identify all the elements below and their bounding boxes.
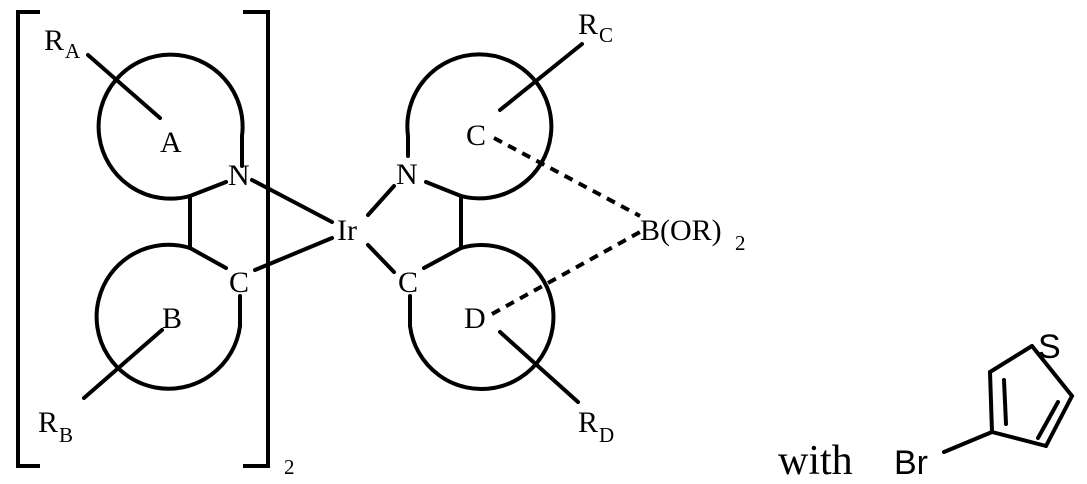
ring-d-label: D — [464, 302, 486, 335]
bond-rd — [500, 332, 578, 402]
bond-c-br — [944, 432, 992, 452]
bond-ir-n-right — [368, 186, 394, 215]
c-atom-left: C — [229, 266, 249, 299]
bond-rc — [500, 44, 582, 110]
bond-n-ir-left — [252, 180, 332, 222]
rd-subscript: D — [599, 423, 614, 447]
c-atom-right: C — [398, 266, 418, 299]
boronate-group: B(OR) — [640, 214, 722, 247]
ring-c-label: C — [466, 119, 486, 152]
bond-ra — [88, 55, 160, 118]
n-atom-left: N — [228, 159, 250, 192]
dash-d-to-boron — [492, 232, 640, 314]
left-bracket — [18, 12, 40, 466]
thiophene-double-bond-1 — [1004, 380, 1006, 424]
ring-a-label: A — [160, 126, 182, 159]
rb-subscript: B — [59, 423, 73, 447]
boronate-subscript: 2 — [735, 231, 746, 255]
ra-label: R — [44, 24, 64, 57]
bond-ir-c-right — [368, 245, 394, 272]
rd-label: R — [578, 406, 598, 439]
bond-ring-d-to-c — [424, 248, 461, 268]
bond-ring-a-c-to-n — [190, 182, 226, 196]
right-bracket — [243, 12, 268, 466]
with-label: with — [778, 438, 853, 484]
n-atom-right: N — [396, 158, 418, 191]
bromo-label: Br — [894, 444, 928, 482]
ra-subscript: A — [65, 39, 81, 63]
sulfur-label: S — [1038, 328, 1061, 366]
iridium-label: Ir — [337, 214, 357, 247]
bond-ring-c-n-c — [426, 182, 461, 196]
rc-subscript: C — [599, 23, 613, 47]
bracket-multiplier: 2 — [284, 455, 295, 479]
bond-ring-b-to-c — [190, 248, 226, 268]
dash-c-to-boron — [494, 138, 640, 216]
rc-label: R — [578, 8, 598, 41]
rb-label: R — [38, 406, 58, 439]
ring-b-label: B — [162, 302, 182, 335]
